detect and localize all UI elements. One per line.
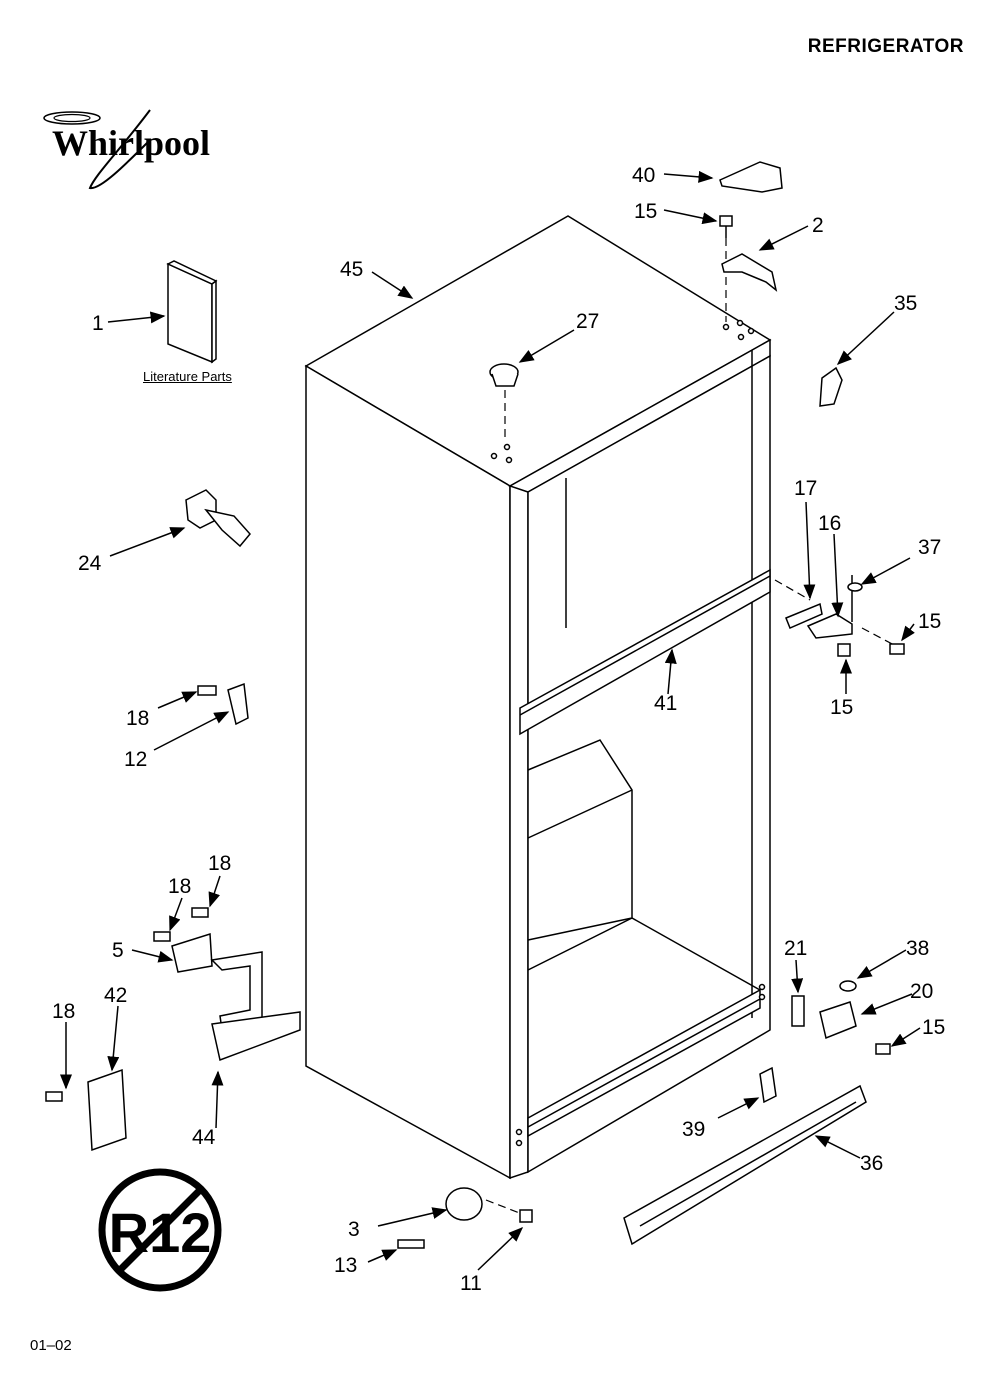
part-18-screw-a: [197, 685, 217, 696]
part-40: [719, 161, 783, 193]
callout-40: 40: [632, 164, 655, 187]
part-24: [185, 489, 217, 529]
callout-21: 21: [784, 937, 807, 960]
callout-39: 39: [682, 1118, 705, 1141]
callout-18-b: 18: [168, 875, 191, 898]
part-16: [806, 613, 853, 639]
whirlpool-logo: Whirlpool: [43, 109, 210, 190]
page-title: REFRIGERATOR: [807, 36, 964, 57]
callout-37: 37: [918, 536, 941, 559]
callout-15-hinge: 15: [922, 1016, 945, 1039]
part-5: [171, 932, 213, 973]
part-18-screw-c: [191, 907, 209, 918]
callout-17: 17: [794, 477, 817, 500]
callout-15-right: 15: [918, 610, 941, 633]
part-35: [819, 366, 843, 407]
callout-3: 3: [348, 1218, 360, 1241]
part-15-right-screw: [889, 643, 905, 655]
callout-38: 38: [906, 937, 929, 960]
callout-36: 36: [860, 1152, 883, 1175]
callout-13: 13: [334, 1254, 357, 1277]
part-15-lower-screw: [837, 643, 851, 657]
callout-5: 5: [112, 939, 124, 962]
footer-code: 01–02: [30, 1337, 72, 1354]
part-17: [785, 602, 823, 629]
part-15-top-screw: [719, 215, 733, 227]
callout-42: 42: [104, 984, 127, 1007]
part-11: [519, 1209, 533, 1223]
callout-18-a: 18: [126, 707, 149, 730]
parts: [45, 161, 905, 1249]
callout-35: 35: [894, 292, 917, 315]
part-15-hinge-screw: [875, 1043, 891, 1055]
callout-18-d: 18: [52, 1000, 75, 1023]
literature-parts-label: Literature Parts: [143, 369, 232, 384]
callout-24: 24: [78, 552, 102, 575]
callout-41: 41: [654, 692, 677, 715]
part-37: [847, 582, 863, 592]
part-2: [721, 253, 778, 292]
callout-11: 11: [460, 1272, 482, 1295]
part-39: [759, 1066, 777, 1104]
part-42: [87, 1068, 127, 1152]
callout-1: 1: [92, 312, 104, 335]
part-13: [397, 1239, 425, 1249]
part-3: [445, 1187, 483, 1221]
callout-20: 20: [910, 980, 933, 1003]
part-38: [839, 980, 857, 992]
cabinet: [304, 215, 772, 1180]
literature-booklet: [166, 260, 218, 364]
callout-2: 2: [812, 214, 824, 237]
callout-15-top: 15: [634, 200, 657, 223]
part-18-screw-b: [153, 931, 171, 942]
callout-18-c: 18: [208, 852, 231, 875]
callout-15-lower: 15: [830, 696, 853, 719]
part-21: [791, 995, 805, 1027]
callout-12: 12: [124, 748, 147, 771]
part-12: [227, 682, 249, 726]
callout-44: 44: [192, 1126, 216, 1149]
part-18-screw-d: [45, 1091, 63, 1102]
part-20: [819, 1001, 857, 1040]
part-44: [210, 951, 263, 1031]
callout-labels: 1 45 27 40 15 2 35 24 17 16 37 15 15 41 …: [52, 164, 945, 1295]
callout-16: 16: [818, 512, 841, 535]
callout-27: 27: [576, 310, 599, 333]
leader-arrows: [60, 170, 921, 1271]
callout-45: 45: [340, 258, 363, 281]
logo-wordmark: Whirlpool: [52, 123, 210, 163]
no-r12-badge: R12: [98, 1168, 222, 1292]
